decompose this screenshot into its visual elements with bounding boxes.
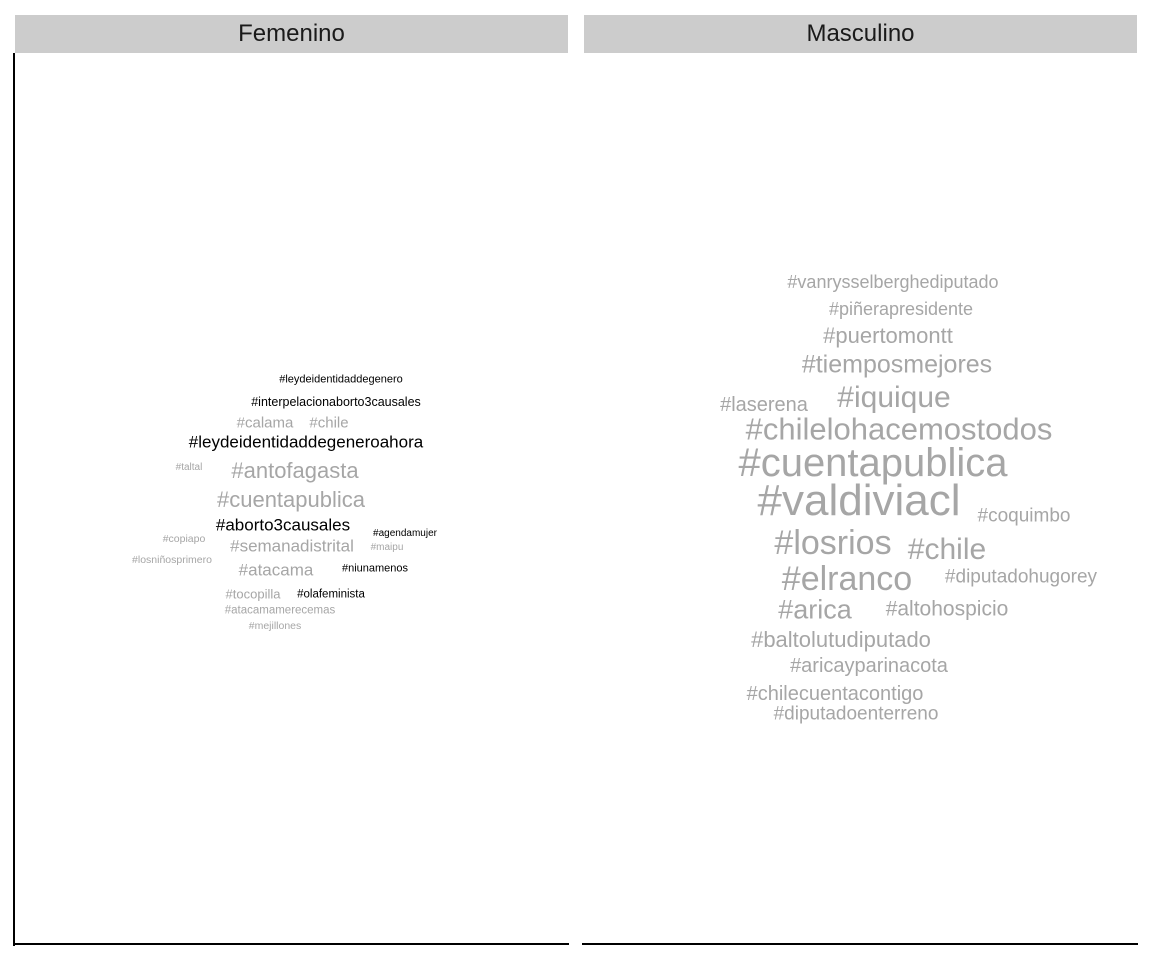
x-axis-line-femenino <box>13 943 569 945</box>
facet-label-masculino: Masculino <box>584 15 1137 53</box>
word-label: #agendamujer <box>373 528 437 539</box>
word-label: #valdiviacl <box>757 476 961 525</box>
word-label: #leydeidentidaddegeneroahora <box>188 432 424 452</box>
word-label: #chile <box>309 414 349 432</box>
word-label: #maipu <box>370 542 404 553</box>
word-label: #baltolutudiputado <box>751 627 931 652</box>
word-label: #elranco <box>781 560 913 598</box>
word-label: #aricayparinacota <box>790 655 948 677</box>
word-label: #calama <box>236 414 294 432</box>
word-label: #losniñosprimero <box>132 553 212 566</box>
word-label: #tiemposmejores <box>801 350 993 379</box>
word-label: #chilelohacemostodos <box>745 411 1053 447</box>
word-label: #taltal <box>175 462 203 473</box>
x-axis-line-masculino <box>582 943 1138 945</box>
word-label: #puertomontt <box>823 323 953 348</box>
word-label: #cuentapublica <box>216 487 366 512</box>
word-label: #atacamamerecemas <box>224 604 336 617</box>
word-label: #olafeminista <box>297 588 365 601</box>
word-label: #chile <box>907 533 987 566</box>
word-label: #altohospicio <box>885 597 1009 621</box>
word-label: #cuentapublica <box>738 441 1008 485</box>
word-label: #iquique <box>837 381 951 414</box>
word-label: #diputadoenterreno <box>773 703 939 725</box>
word-label: #vanrysselberghediputado <box>787 272 999 292</box>
wordcloud-panel-masculino: #vanrysselberghediputado #piñerapresident… <box>584 54 1137 942</box>
y-axis-line <box>13 53 15 946</box>
word-label: #aborto3causales <box>215 515 351 535</box>
word-label: #tocopilla <box>225 586 281 602</box>
word-label: #atacama <box>238 560 314 580</box>
word-label: #mejillones <box>248 619 302 632</box>
word-label: #diputadohugorey <box>944 566 1098 588</box>
word-label: #copiapo <box>162 532 206 545</box>
facet-label-femenino: Femenino <box>15 15 568 53</box>
word-label: #leydeidentidaddegenero <box>279 373 403 386</box>
wordcloud-panel-femenino: #leydeidentidaddegenero #interpelacionabo… <box>15 54 568 942</box>
word-label: #laserena <box>720 394 808 416</box>
word-label: #semanadistrital <box>230 536 354 556</box>
word-label: #antofagasta <box>231 458 359 483</box>
word-label: #interpelacionaborto3causales <box>251 394 421 409</box>
word-label: #coquimbo <box>977 505 1071 527</box>
word-label: #chilecuentacontigo <box>746 683 924 705</box>
word-label: #losrios <box>774 524 892 562</box>
word-label: #arica <box>778 594 852 625</box>
word-label: #niunamenos <box>341 562 409 575</box>
word-label: #piñerapresidente <box>828 299 974 319</box>
